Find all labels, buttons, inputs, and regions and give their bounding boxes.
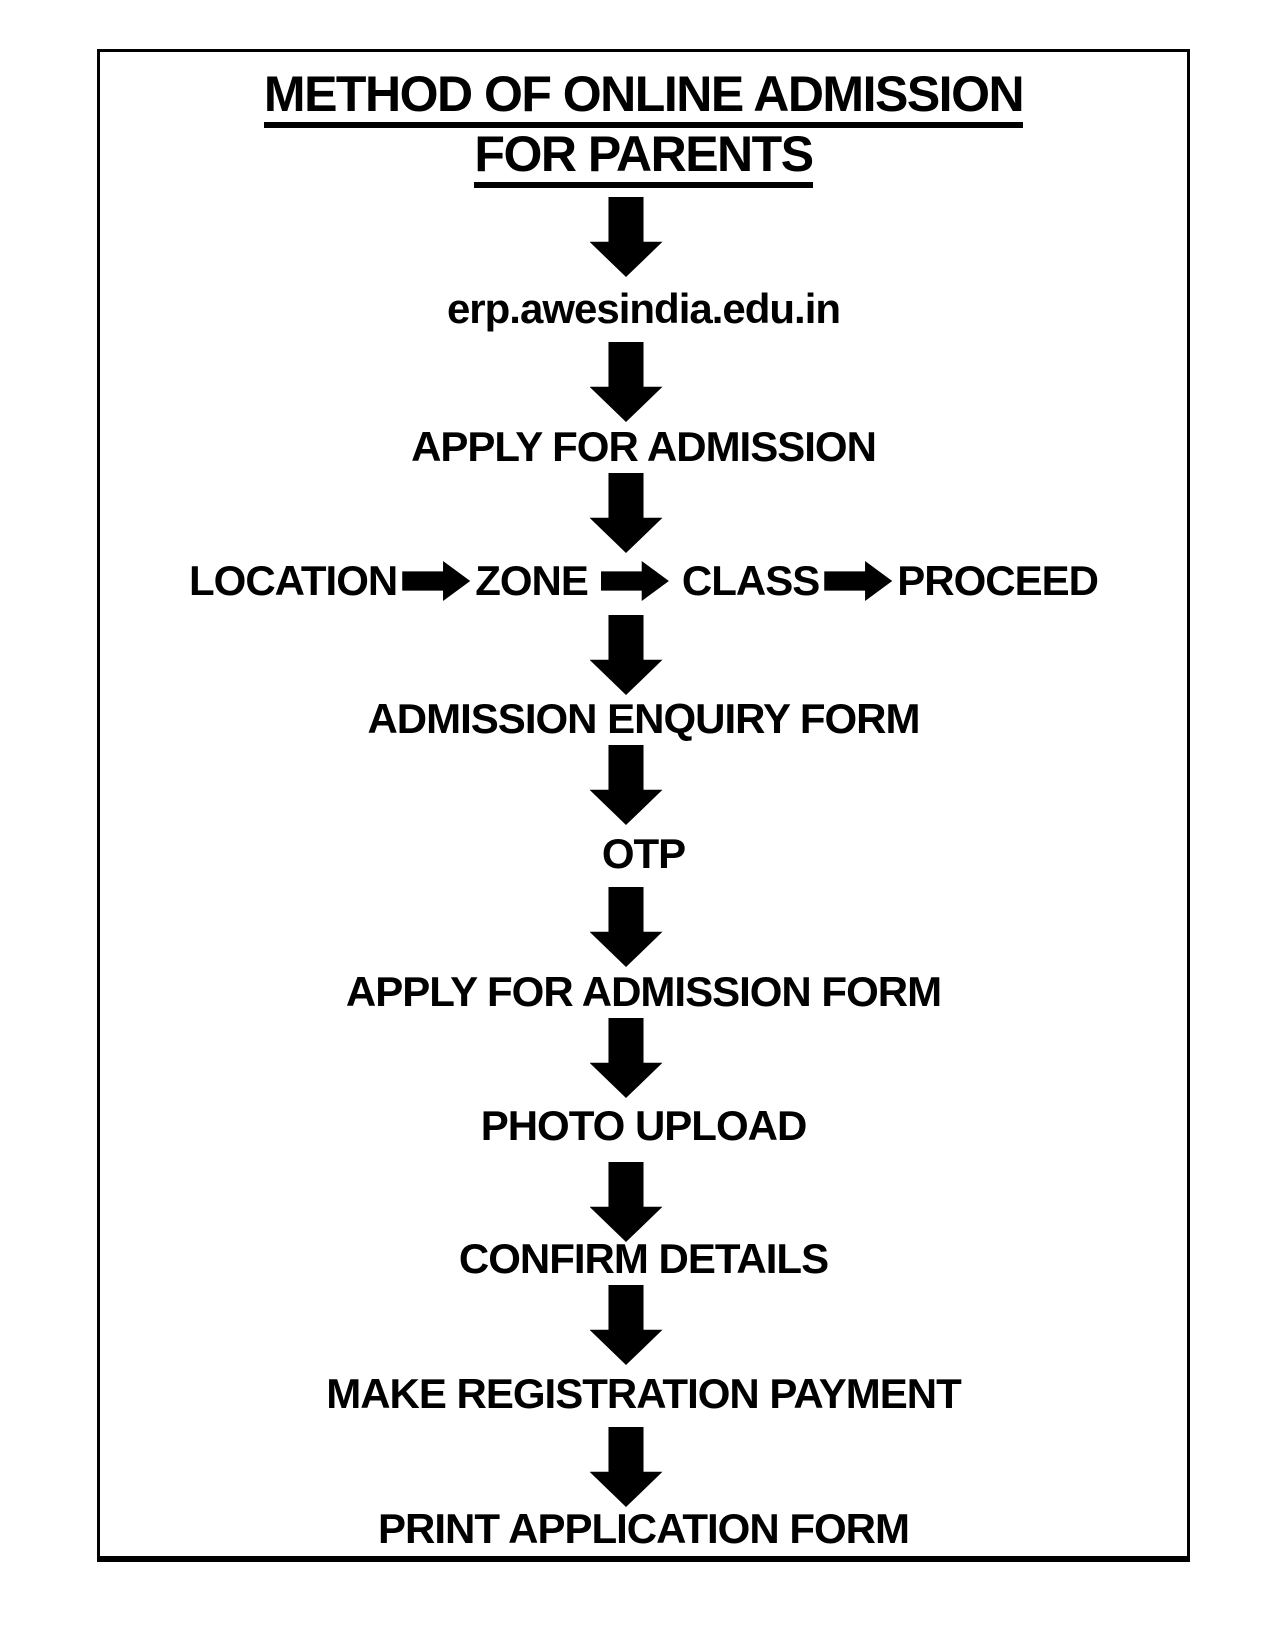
step-admission-enquiry-form: ADMISSION ENQUIRY FORM: [367, 695, 920, 742]
step-make-registration-payment: MAKE REGISTRATION PAYMENT: [326, 1370, 962, 1417]
selection-step-class: CLASS: [681, 557, 820, 604]
down-arrow-icon: [589, 615, 663, 695]
flowchart-frame: METHOD OF ONLINE ADMISSION FOR PARENTS e…: [97, 49, 1190, 1562]
down-arrow-icon: [589, 342, 663, 422]
selection-step-zone: ZONE: [475, 557, 589, 604]
page-title-line-1: METHOD OF ONLINE ADMISSION: [100, 69, 1187, 128]
selection-row: LOCATION ZONE CLASS PROCEED: [100, 560, 1187, 602]
page-title-line-2: FOR PARENTS: [100, 129, 1187, 188]
down-arrow-icon: [589, 1427, 663, 1507]
down-arrow-icon: [589, 887, 663, 967]
step-apply-for-admission-form: APPLY FOR ADMISSION FORM: [345, 968, 942, 1015]
down-arrow-icon: [589, 1162, 663, 1242]
right-arrow-icon: [402, 561, 471, 601]
page-title-text: FOR PARENTS: [474, 129, 814, 188]
selection-step-location: LOCATION: [189, 557, 398, 604]
step-website-url: erp.awesindia.edu.in: [446, 285, 841, 332]
down-arrow-icon: [589, 745, 663, 825]
step-otp: OTP: [601, 830, 686, 877]
right-arrow-icon: [600, 561, 669, 601]
down-arrow-icon: [589, 197, 663, 277]
page-title-text: METHOD OF ONLINE ADMISSION: [263, 69, 1025, 128]
step-apply-for-admission: APPLY FOR ADMISSION: [411, 423, 877, 470]
step-print-application-form: PRINT APPLICATION FORM: [378, 1505, 910, 1552]
right-arrow-icon: [824, 561, 893, 601]
down-arrow-icon: [589, 1018, 663, 1098]
step-photo-upload: PHOTO UPLOAD: [480, 1102, 808, 1149]
down-arrow-icon: [589, 1285, 663, 1365]
down-arrow-icon: [589, 473, 663, 553]
selection-step-proceed: PROCEED: [897, 557, 1099, 604]
step-confirm-details: CONFIRM DETAILS: [458, 1235, 829, 1282]
